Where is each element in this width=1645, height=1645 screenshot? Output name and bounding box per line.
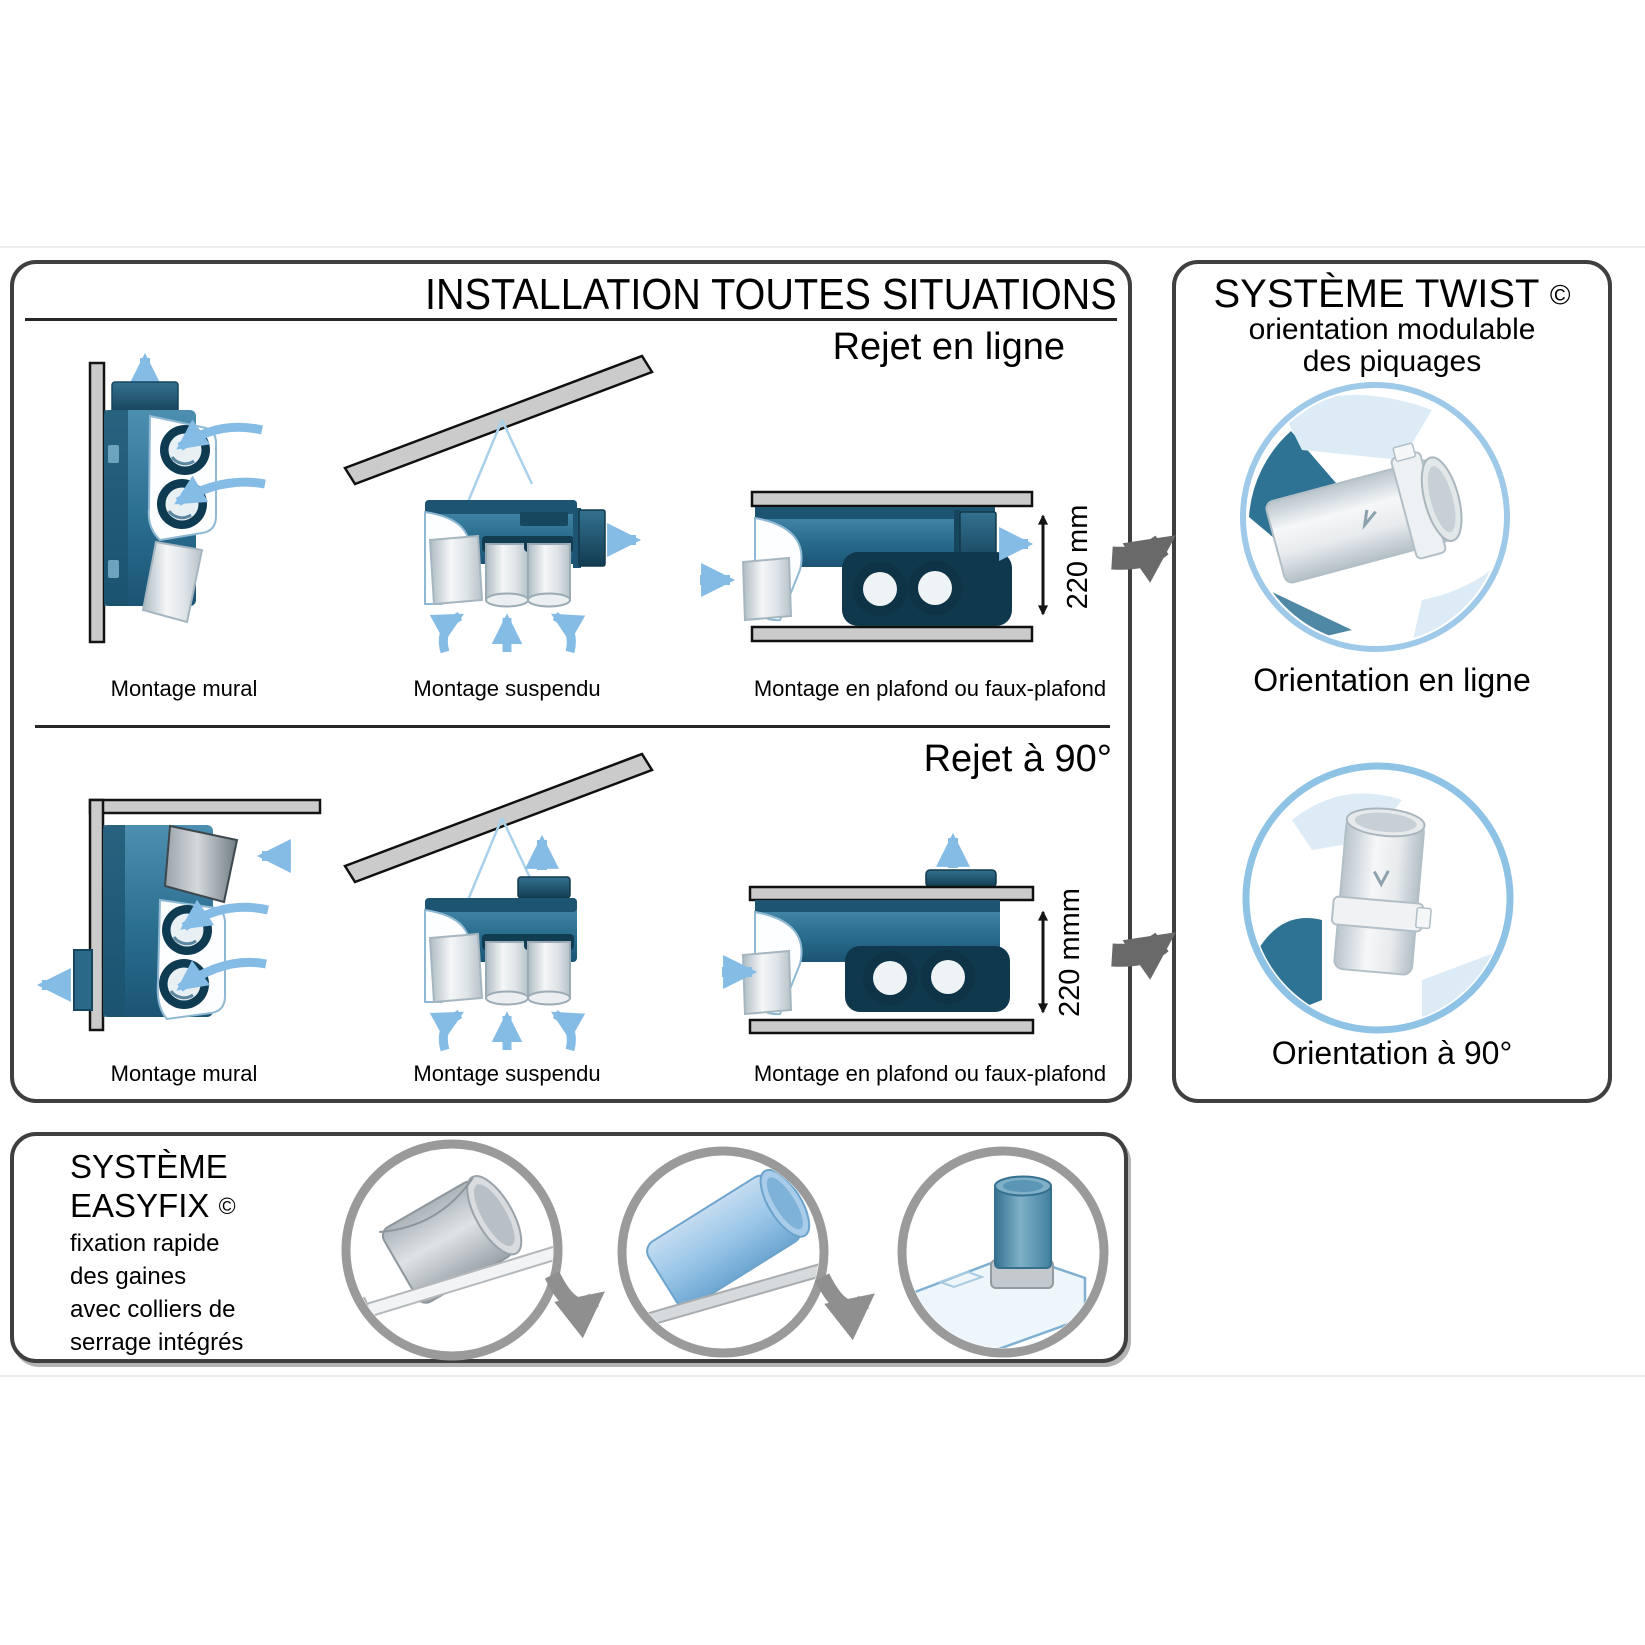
airflow-in-arrow — [176, 957, 267, 992]
illus-r2-ceiling-mount — [722, 832, 1049, 1035]
row1-heading: Rejet en ligne — [832, 326, 1065, 368]
copyright-symbol: © — [218, 1193, 236, 1219]
illus-r1-wall-mount — [88, 352, 266, 644]
step-arrow — [814, 1273, 875, 1341]
ceiling-bar — [748, 885, 1035, 902]
easyfix-title-1: SYSTÈME — [70, 1148, 228, 1185]
illus-r1-suspended — [343, 354, 654, 654]
top-divider-line — [0, 246, 1645, 248]
airflow-up-arrow — [551, 1010, 586, 1052]
ceiling-bar — [88, 798, 322, 815]
twist-inline-illustration — [1240, 382, 1510, 652]
easyfix-step3-illustration — [897, 1146, 1109, 1358]
step-arrow — [544, 1271, 605, 1339]
easyfix-desc-2: des gaines — [70, 1263, 187, 1290]
copyright-symbol: © — [1549, 279, 1571, 311]
false-ceiling-bar — [750, 625, 1034, 643]
easyfix-desc-3: avec colliers de — [70, 1296, 236, 1323]
caption-r2-ceiling: Montage en plafond ou faux-plafond — [753, 1061, 1107, 1086]
twist-illustrations — [1240, 382, 1514, 1034]
beam — [343, 354, 654, 486]
illus-r1-ceiling-mount — [700, 490, 1049, 643]
wall-bar — [88, 361, 106, 644]
caption-r1-suspended: Montage suspendu — [413, 676, 601, 701]
easyfix-panel: SYSTÈME EASYFIX © fixation rapide des ga… — [10, 1132, 1128, 1363]
easyfix-title-2: EASYFIX © — [70, 1187, 236, 1225]
illus-r2-wall-mount — [36, 798, 322, 1032]
illus-r2-suspended — [343, 752, 654, 1052]
twist-subtitle-1: orientation modulable — [1248, 313, 1536, 346]
twist-ninety-illustration — [1242, 762, 1514, 1034]
title-separator — [25, 318, 1117, 321]
twist-caption-inline: Orientation en ligne — [1253, 662, 1531, 698]
row2-heading: Rejet à 90° — [923, 738, 1112, 780]
twist-caption-ninety: Orientation à 90° — [1271, 1035, 1513, 1071]
caption-r1-wall: Montage mural — [110, 676, 258, 701]
twist-title: SYSTÈME TWIST © — [1172, 272, 1612, 317]
hanging-wires — [466, 419, 534, 503]
airflow-up-arrow — [551, 612, 586, 654]
caption-r1-ceiling: Montage en plafond ou faux-plafond — [753, 676, 1107, 701]
easyfix-step2-illustration — [617, 1146, 829, 1358]
twist-panel: SYSTÈME TWIST © orientation modulable de… — [1172, 260, 1612, 1103]
caption-r2-wall: Montage mural — [110, 1061, 258, 1086]
airflow-in-arrow — [176, 419, 263, 451]
installation-illustrations — [36, 352, 1049, 1052]
easyfix-step1-illustration — [341, 1139, 563, 1361]
airflow-up-arrow — [429, 612, 465, 654]
main-panel-title: INSTALLATION TOUTES SITUATIONS — [425, 270, 1117, 319]
main-panel: INSTALLATION TOUTES SITUATIONS Rejet en … — [10, 260, 1132, 1103]
ceiling-bar — [750, 490, 1034, 508]
easyfix-desc-4: serrage intégrés — [70, 1329, 244, 1356]
easyfix-illustrations — [341, 1139, 1109, 1361]
twist-title-text: SYSTÈME TWIST — [1213, 272, 1539, 316]
easyfix-title-text: EASYFIX — [70, 1187, 210, 1225]
airflow-in-arrow — [180, 899, 269, 931]
easyfix-desc-1: fixation rapide — [70, 1230, 220, 1257]
twist-subtitle-2: des piquages — [1302, 345, 1482, 378]
row-separator — [35, 725, 1110, 728]
beam — [343, 752, 654, 884]
airflow-up-arrow — [429, 1010, 465, 1052]
caption-r2-suspended: Montage suspendu — [413, 1061, 601, 1086]
bottom-divider-line — [0, 1375, 1645, 1377]
airflow-in-arrow — [174, 475, 266, 506]
false-ceiling-bar — [748, 1018, 1035, 1035]
hanging-wires — [466, 817, 534, 901]
